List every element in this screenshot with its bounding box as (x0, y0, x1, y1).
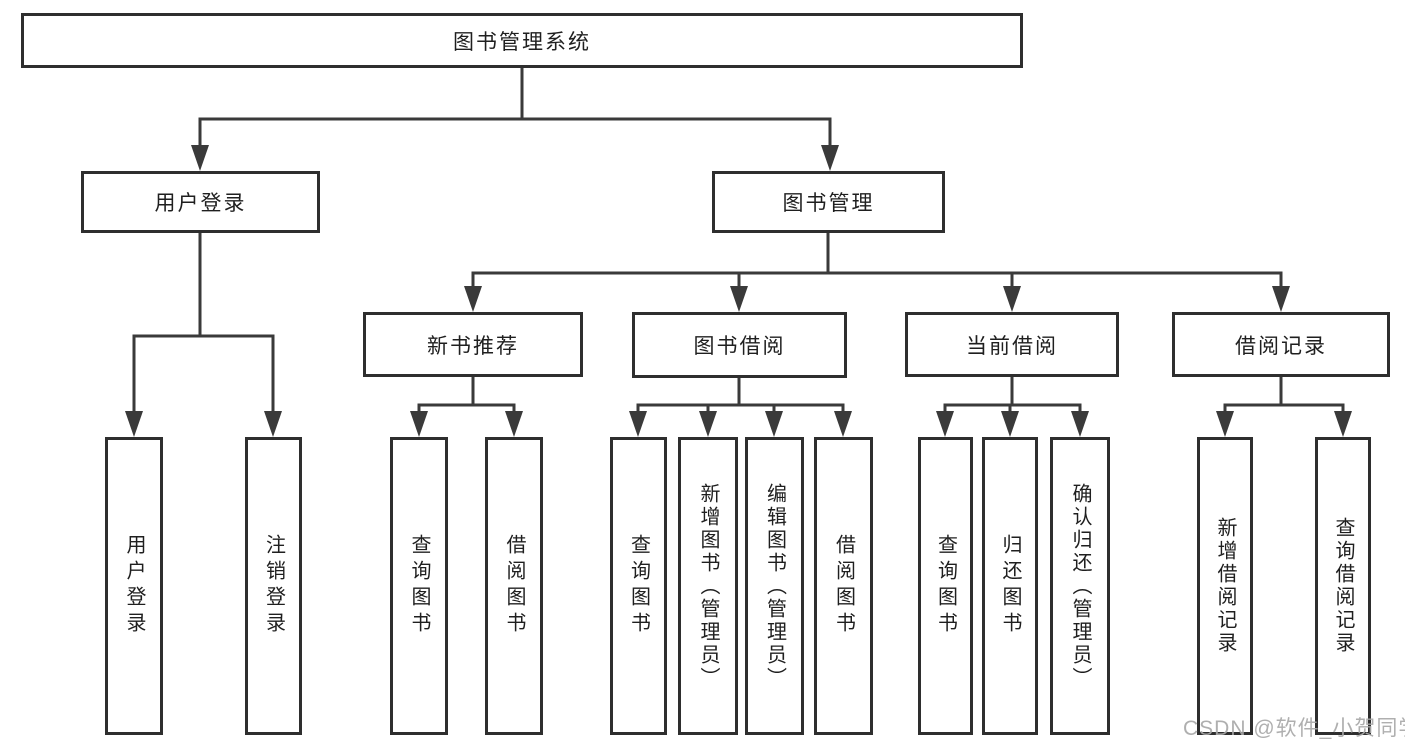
leaf-edit-book-admin-label: 编辑图书（管理员） (763, 482, 786, 690)
leaf-return-book-label: 归还图书 (999, 534, 1021, 638)
leaf-query-books-3: 查询图书 (918, 437, 973, 735)
leaf-query-books-2-label: 查询图书 (627, 534, 650, 638)
node-book-borrowing-label: 图书借阅 (693, 335, 786, 358)
node-new-book-recommend: 新书推荐 (363, 312, 583, 377)
leaf-query-books-3-label: 查询图书 (934, 534, 957, 638)
leaf-add-borrow-record: 新增借阅记录 (1197, 437, 1253, 735)
leaf-confirm-return-admin-label: 确认归还（管理员） (1069, 482, 1091, 690)
node-book-management: 图书管理 (712, 171, 945, 233)
leaf-query-borrow-record-label: 查询借阅记录 (1332, 517, 1354, 655)
node-borrowing-records: 借阅记录 (1172, 312, 1390, 377)
connector-userlogin-bar (132, 334, 275, 411)
leaf-user-login: 用户登录 (105, 437, 163, 735)
connector-root-bar (198, 117, 832, 145)
leaf-user-login-label: 用户登录 (123, 534, 145, 638)
node-borrowing-records-label: 借阅记录 (1235, 334, 1327, 358)
leaf-query-books-1-label: 查询图书 (408, 534, 430, 638)
node-root-label: 图书管理系统 (453, 30, 591, 54)
leaf-query-books-2: 查询图书 (610, 437, 667, 735)
leaf-borrow-books-2: 借阅图书 (814, 437, 873, 735)
connector-bookmgmt-bar (471, 271, 1283, 286)
node-current-borrowing-label: 当前借阅 (966, 334, 1058, 358)
watermark: CSDN @软件_小贺同学 (1183, 717, 1405, 740)
leaf-add-borrow-record-label: 新增借阅记录 (1214, 517, 1236, 655)
leaf-edit-book-admin: 编辑图书（管理员） (745, 437, 804, 735)
node-user-login: 用户登录 (81, 171, 320, 233)
leaf-add-book-admin: 新增图书（管理员） (678, 437, 738, 735)
node-book-borrowing: 图书借阅 (632, 312, 847, 378)
leaf-borrow-books-1: 借阅图书 (485, 437, 543, 735)
node-current-borrowing: 当前借阅 (905, 312, 1119, 377)
node-book-management-label: 图书管理 (782, 192, 875, 215)
leaf-borrow-books-2-label: 借阅图书 (832, 534, 855, 638)
node-new-book-recommend-label: 新书推荐 (427, 334, 519, 358)
leaf-confirm-return-admin: 确认归还（管理员） (1050, 437, 1110, 735)
leaf-logout-label: 注销登录 (262, 534, 285, 638)
leaf-borrow-books-1-label: 借阅图书 (503, 534, 525, 638)
node-user-login-label: 用户登录 (154, 192, 247, 215)
leaf-logout: 注销登录 (245, 437, 302, 735)
leaf-return-book: 归还图书 (982, 437, 1038, 735)
leaf-query-borrow-record: 查询借阅记录 (1315, 437, 1371, 735)
leaf-query-books-1: 查询图书 (390, 437, 448, 735)
leaf-add-book-admin-label: 新增图书（管理员） (697, 482, 719, 690)
node-root: 图书管理系统 (21, 13, 1023, 68)
